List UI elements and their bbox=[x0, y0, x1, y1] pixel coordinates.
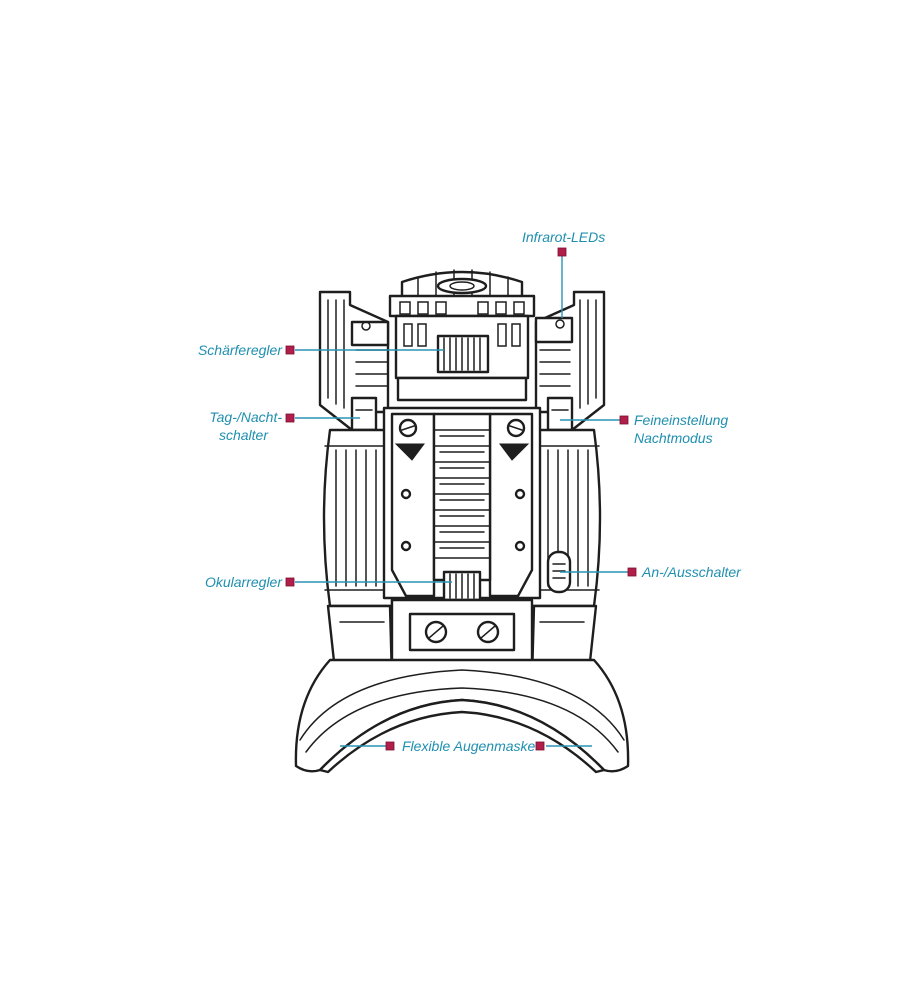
left-barrel bbox=[322, 428, 394, 608]
marker-tag-nacht bbox=[285, 413, 295, 423]
label-tag-nacht-line1: Tag-/Nacht- bbox=[209, 409, 282, 425]
label-flexible-augenmaske: Flexible Augenmaske bbox=[402, 738, 536, 754]
eye-mask bbox=[294, 658, 630, 774]
label-tag-nacht-line2: schalter bbox=[218, 427, 268, 443]
marker-an-aus bbox=[627, 567, 637, 577]
label-okularregler: Okularregler bbox=[204, 574, 282, 590]
fine-adjust-switch bbox=[546, 396, 574, 432]
label-schaerferegler: Schärferegler bbox=[197, 342, 282, 358]
right-barrel bbox=[528, 428, 602, 608]
right-top-bracket bbox=[534, 290, 606, 432]
label-feineinstellung-line1: Feineinstellung bbox=[634, 412, 729, 428]
label-an-ausschalter: An-/Ausschalter bbox=[642, 564, 741, 580]
marker-augenmaske-right bbox=[535, 741, 545, 751]
label-tag-nacht-schalter: Tag-/Nacht- schalter bbox=[176, 408, 282, 444]
marker-okularregler bbox=[285, 577, 295, 587]
label-infrarot-leds: Infrarot-LEDs bbox=[522, 229, 606, 245]
marker-infrarot-leds bbox=[557, 247, 567, 257]
leader-lines bbox=[285, 247, 637, 751]
label-feineinstellung-nachtmodus: Feineinstellung Nachtmodus bbox=[634, 411, 728, 447]
day-night-switch bbox=[350, 396, 378, 432]
left-top-bracket bbox=[318, 290, 390, 432]
marker-schaerferegler bbox=[285, 345, 295, 355]
marker-augenmaske-left bbox=[385, 741, 395, 751]
marker-feineinstellung bbox=[619, 415, 629, 425]
focus-knob bbox=[436, 334, 490, 374]
label-feineinstellung-line2: Nachtmodus bbox=[634, 430, 713, 446]
center-body bbox=[382, 406, 542, 600]
